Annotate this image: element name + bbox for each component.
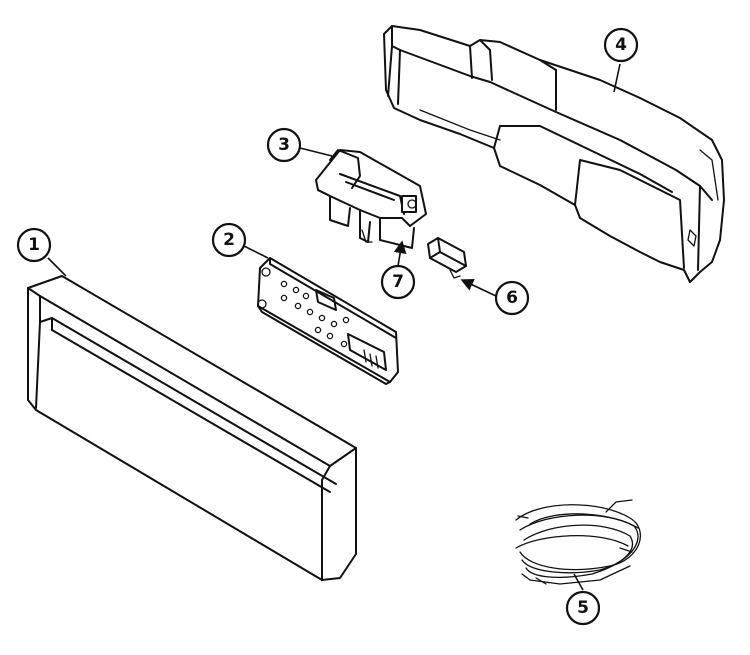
leader-7	[393, 240, 407, 267]
leader-2	[243, 245, 269, 259]
callout-7: 7	[380, 264, 416, 300]
callout-7-label: 7	[392, 272, 404, 292]
part-housing	[383, 25, 725, 283]
leader-1	[47, 257, 67, 277]
callout-6-label: 6	[506, 288, 518, 308]
callout-2: 2	[211, 222, 247, 258]
leader-4	[613, 63, 621, 93]
callout-4: 4	[603, 27, 639, 63]
callout-6: 6	[494, 280, 530, 316]
callout-1-label: 1	[28, 235, 40, 255]
part-micro-switch	[427, 237, 467, 279]
callout-5: 5	[565, 590, 601, 626]
part-circuit-board	[257, 257, 399, 385]
leader-lines	[47, 63, 621, 591]
callout-1: 1	[16, 227, 52, 263]
part-console-panel	[27, 275, 357, 581]
callout-2-label: 2	[223, 230, 235, 250]
leader-6	[460, 278, 497, 297]
callout-4-label: 4	[615, 35, 627, 55]
leader-3	[299, 147, 333, 157]
callout-3: 3	[266, 127, 302, 163]
callout-5-label: 5	[577, 598, 589, 618]
part-wire-harness	[515, 499, 641, 585]
part-switch-bracket	[315, 149, 427, 249]
leader-5	[573, 573, 584, 591]
callout-3-label: 3	[278, 135, 290, 155]
